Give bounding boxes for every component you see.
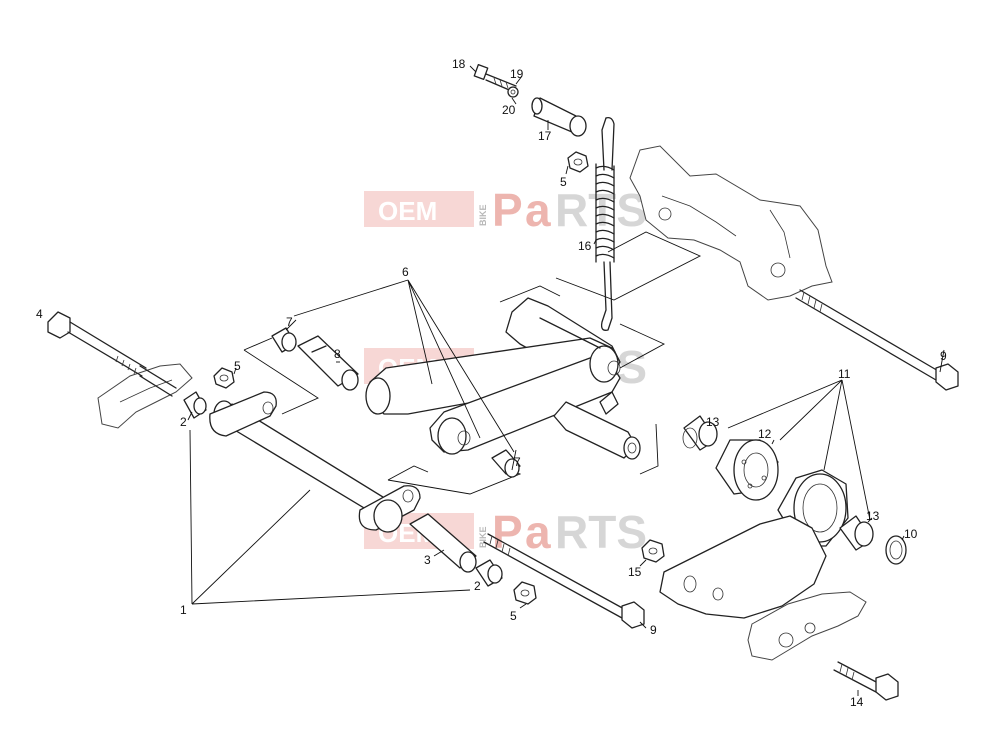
callout-13-upper: 13 xyxy=(706,415,720,429)
sleeve-3 xyxy=(409,513,477,573)
callout-8: 8 xyxy=(334,347,341,361)
bolt-4 xyxy=(47,311,177,397)
bushing-7-lower xyxy=(491,449,521,478)
watermark-a-text: a xyxy=(525,506,551,558)
callout-4: 4 xyxy=(36,307,43,321)
spring-pin xyxy=(531,97,587,137)
watermark-rts-text: RTS xyxy=(555,506,647,558)
bolt-9-upper xyxy=(795,289,959,391)
callout-7-upper: 7 xyxy=(286,315,293,329)
nut-15 xyxy=(641,539,665,563)
bearing-bracket-plate xyxy=(659,515,827,619)
callout-19: 19 xyxy=(510,67,524,81)
tension-spring xyxy=(595,116,615,331)
watermark-top: OEM BIKE P a RTS xyxy=(364,184,647,236)
callout-1: 1 xyxy=(180,603,187,617)
watermark-rts-text: RTS xyxy=(555,184,647,236)
frame-bracket-top-right xyxy=(629,145,833,301)
callout-10: 10 xyxy=(904,527,918,541)
callout-12: 12 xyxy=(758,427,772,441)
callout-labels: 18 19 20 17 5 16 6 7 8 4 5 2 9 11 13 12 … xyxy=(36,57,947,709)
callout-6: 6 xyxy=(402,265,409,279)
frame-bracket-left xyxy=(97,363,193,429)
callout-5-upper: 5 xyxy=(560,175,567,189)
callout-11: 11 xyxy=(838,367,851,381)
callout-5-bottom: 5 xyxy=(510,609,517,623)
bushing-8 xyxy=(297,335,359,391)
callout-5-left: 5 xyxy=(234,359,241,373)
watermark-bike-text: BIKE xyxy=(478,204,488,226)
bushing-2-right xyxy=(475,559,503,587)
callout-2-right: 2 xyxy=(474,579,481,593)
watermark-p-text: P xyxy=(492,184,523,236)
callout-9-upper: 9 xyxy=(940,349,947,363)
bearing-12 xyxy=(715,439,779,501)
callout-20: 20 xyxy=(502,103,516,117)
nut-upper xyxy=(567,151,589,173)
watermark-a-text: a xyxy=(525,184,551,236)
swing-link-arm xyxy=(365,297,621,455)
watermark-oem-text: OEM xyxy=(378,196,437,226)
bushing-2-left xyxy=(183,391,207,419)
callout-17: 17 xyxy=(538,129,552,143)
watermark-bike-text: BIKE xyxy=(478,526,488,548)
snap-ring-10 xyxy=(885,535,907,565)
bushing-13-lower xyxy=(839,515,874,551)
bushing-13-upper xyxy=(682,415,718,451)
main-shaft xyxy=(209,391,421,533)
callout-2-left: 2 xyxy=(180,415,187,429)
callout-9-lower: 9 xyxy=(650,623,657,637)
bolt-9-lower xyxy=(483,533,645,629)
callout-13-lower: 13 xyxy=(866,509,880,523)
bushing-7-upper xyxy=(271,327,297,353)
spring-pin-bolt xyxy=(473,64,519,98)
bolt-14 xyxy=(833,661,899,701)
leader-lines xyxy=(187,65,945,696)
frame-bracket-bottom-right xyxy=(747,591,867,661)
watermark-bottom: OEM BIKE P a RTS xyxy=(364,506,647,558)
callout-15: 15 xyxy=(628,565,642,579)
callout-14: 14 xyxy=(850,695,864,709)
link-shaft-upper xyxy=(553,391,641,460)
nut-left xyxy=(213,367,235,389)
callout-7-lower: 7 xyxy=(514,455,521,469)
callout-16: 16 xyxy=(578,239,592,253)
callout-3: 3 xyxy=(424,553,431,567)
nut-bottom xyxy=(513,581,537,605)
callout-18: 18 xyxy=(452,57,466,71)
